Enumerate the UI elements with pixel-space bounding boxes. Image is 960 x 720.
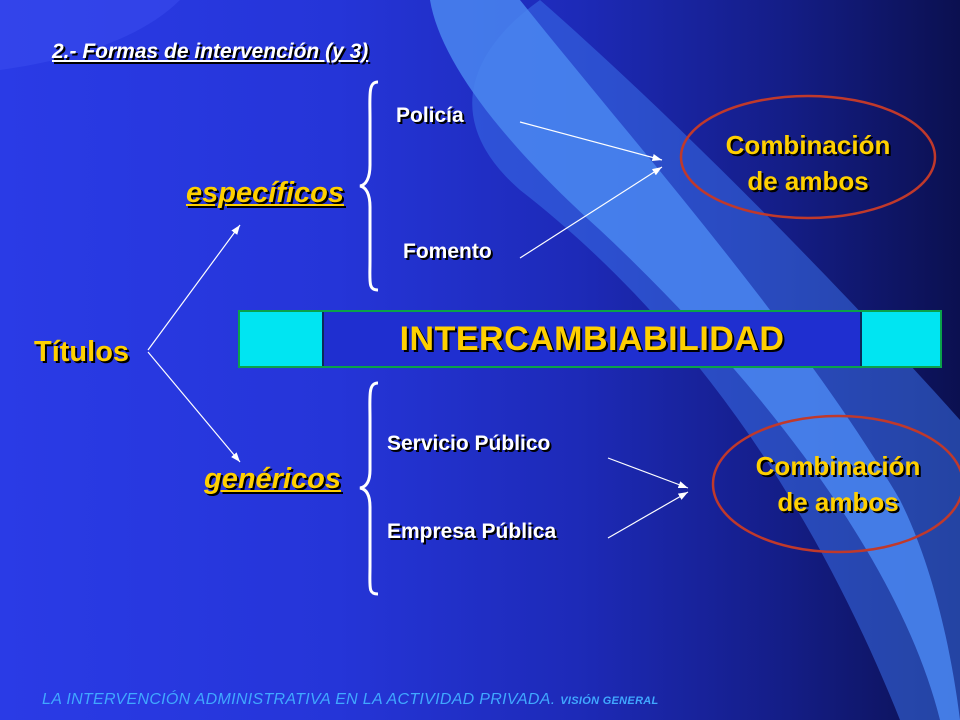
brace-bottom	[359, 381, 379, 596]
combo-bottom-line1: Combinación	[755, 451, 921, 481]
item-empresa-publica: Empresa Pública	[387, 520, 557, 543]
item-servicio-publico: Servicio Público	[387, 432, 551, 455]
footer-main-text: LA INTERVENCIÓN ADMINISTRATIVA EN LA ACT…	[42, 691, 556, 708]
item-policia: Policía	[396, 104, 464, 127]
combo-label-bottom: Combinación de ambos	[718, 448, 958, 520]
arrow-empresa-combo	[607, 491, 689, 539]
arrow-policia-combo	[519, 121, 663, 161]
branch-genericos: genéricos	[204, 463, 341, 495]
combo-ellipse-bottom	[711, 414, 960, 554]
combo-top-line1: Combinación	[725, 130, 891, 160]
combo-label-top: Combinación de ambos	[688, 127, 928, 199]
combo-top-line2: de ambos	[747, 166, 869, 196]
branch-especificos: específicos	[186, 177, 344, 209]
arrow-to-genericos	[147, 351, 241, 463]
combo-bottom-line2: de ambos	[777, 487, 899, 517]
arrow-to-especificos	[147, 224, 241, 351]
combo-ellipse-top	[679, 94, 937, 220]
banner-label: INTERCAMBIABILIDAD	[399, 319, 785, 358]
root-node-titulos: Títulos	[34, 336, 130, 368]
intercambiabilidad-banner: INTERCAMBIABILIDAD	[238, 310, 942, 368]
footer-small-text: VISIÓN GENERAL	[560, 695, 659, 707]
arrow-servicio-combo	[607, 457, 689, 489]
slide-footer: LA INTERVENCIÓN ADMINISTRATIVA EN LA ACT…	[42, 691, 659, 709]
item-fomento: Fomento	[403, 240, 492, 263]
banner-center-panel: INTERCAMBIABILIDAD	[322, 312, 862, 366]
arrow-fomento-combo	[519, 166, 663, 259]
slide-heading: 2.- Formas de intervención (y 3)	[52, 40, 369, 63]
brace-top	[359, 80, 379, 292]
